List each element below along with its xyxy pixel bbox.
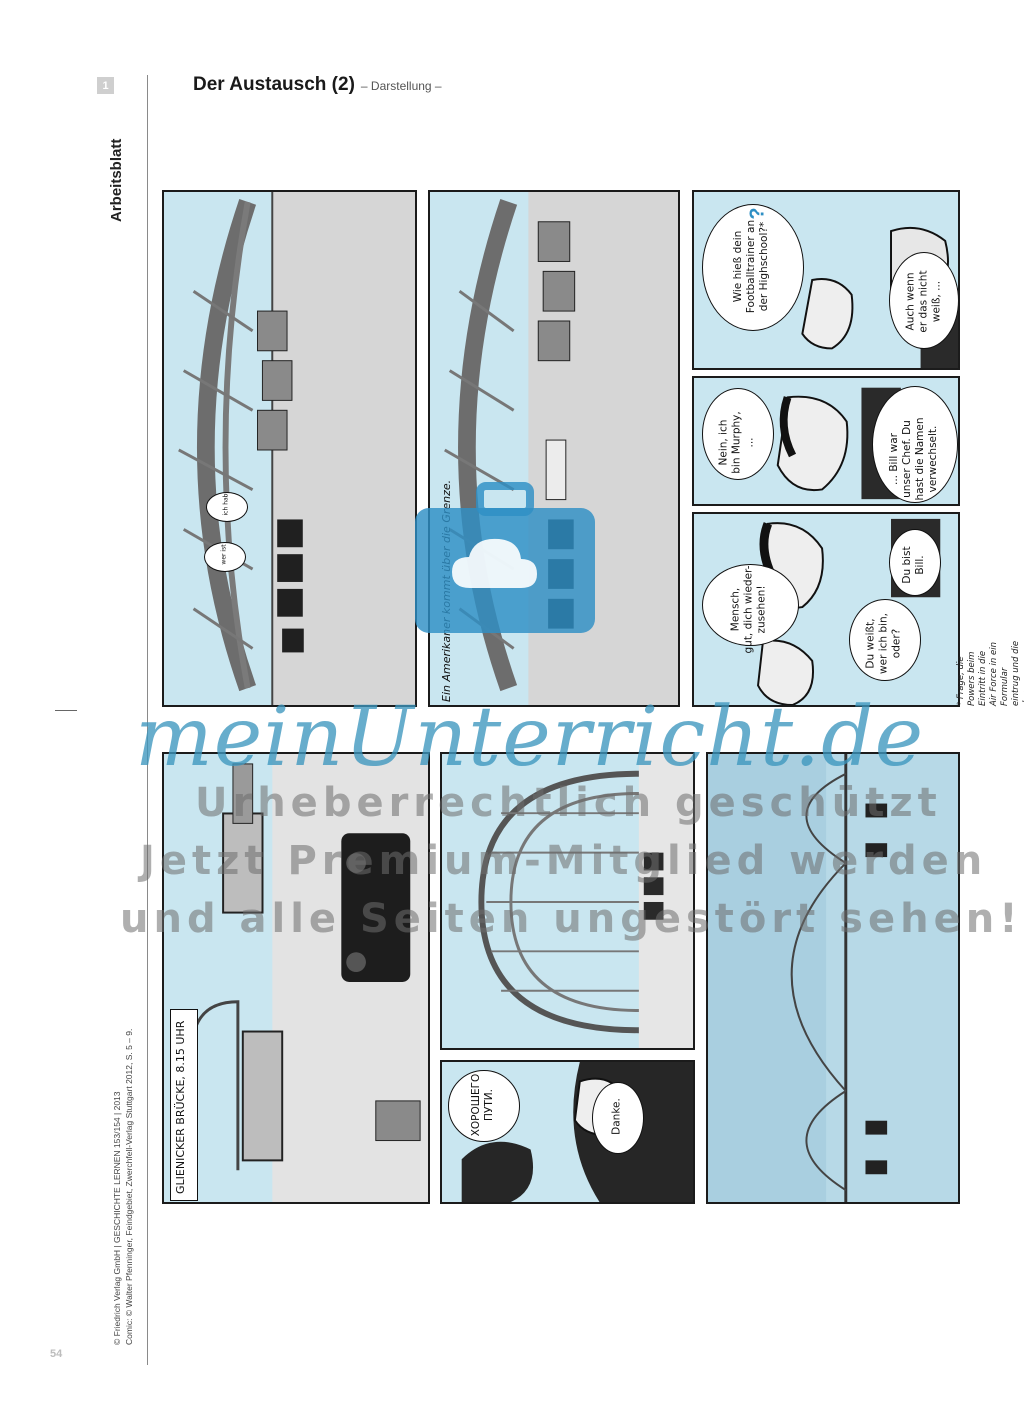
speech-bubble xyxy=(448,1070,520,1142)
speech-bubble-text: ich hab xyxy=(222,493,230,516)
speech-bubble xyxy=(592,1082,644,1154)
speech-bubble xyxy=(889,529,941,596)
bridge-side-drawing xyxy=(708,754,958,1202)
speech-bubble xyxy=(889,252,958,349)
comic-panel-reunion: Mensch, gut, dich wieder- zusehen! Du we… xyxy=(692,512,960,707)
speech-bubble-text: wer ist xyxy=(220,544,228,565)
speech-bubble-text: ... Bill war unser Chef. Du hast die Nam… xyxy=(888,417,939,501)
page-title: Der Austausch (2) – Darstellung – xyxy=(193,74,442,96)
bridge-gate-drawing xyxy=(164,754,428,1202)
comic-panel-bridge-side xyxy=(706,752,960,1204)
comic-panel-murphy: Nein, ich bin Murphy, ... ... Bill war u… xyxy=(692,376,960,506)
speech-bubble-text: Mensch, gut, dich wieder- zusehen! xyxy=(729,565,768,654)
fold-mark xyxy=(55,710,77,711)
footnote-text: * Frage, die Powers beim Eintritt in die… xyxy=(956,640,1024,706)
margin-divider xyxy=(147,75,148,1365)
comic-panel-farewell: ХОРОШЕГО ПУТИ. Danke. xyxy=(440,1060,695,1204)
speech-bubble xyxy=(872,386,958,503)
speech-bubble-text: Nein, ich bin Murphy, ... xyxy=(717,411,756,474)
watermark-line: Urheberrechtlich geschützt xyxy=(195,780,942,826)
briefcase-watermark-icon xyxy=(415,482,595,633)
watermark-logo: meinUnterricht.de xyxy=(135,690,925,785)
speech-bubble-text: Du bist Bill. xyxy=(901,546,926,584)
panel-caption: GLIENICKER BRÜCKE, 8.15 UHR xyxy=(174,1020,187,1194)
speech-bubble xyxy=(702,388,774,480)
footnote: * Frage, die Powers beim Eintritt in die… xyxy=(956,638,1024,706)
comic-panel-bridge-front xyxy=(440,752,695,1050)
comic-panel-glienicker-bridge: GLIENICKER BRÜCKE, 8.15 UHR xyxy=(162,752,430,1204)
watermark-line: Jetzt Premium-Mitglied werden xyxy=(140,838,988,884)
speech-bubble xyxy=(204,542,246,572)
title-text: Der Austausch (2) xyxy=(193,74,355,95)
section-number-box: 1 xyxy=(97,77,114,94)
title-subtitle: – Darstellung – xyxy=(360,79,442,93)
speech-bubble xyxy=(702,204,804,331)
comic-panel-football-question: Wie hieß dein Footballtrainer an der Hig… xyxy=(692,190,960,370)
copyright-line: © Friedrich Verlag GmbH | GESCHICHTE LER… xyxy=(112,1091,122,1346)
speech-bubble-text: ХОРОШЕГО ПУТИ. xyxy=(470,1073,495,1137)
speech-bubble xyxy=(206,492,248,522)
worksheet-label: Arbeitsblatt xyxy=(108,138,125,222)
watermark-line: und alle Seiten ungestört sehen! xyxy=(120,896,1023,942)
question-mark-icon: ? xyxy=(746,207,769,220)
speech-bubble-text: Du weißt, wer ich bin, oder? xyxy=(864,613,903,674)
comic-panel-bridge-soldiers: ich hab wer ist xyxy=(162,190,417,707)
caption-box xyxy=(170,1009,198,1201)
bridge-arch-drawing xyxy=(442,754,693,1048)
speech-bubble xyxy=(702,564,799,646)
page-number: 54 xyxy=(50,1348,63,1360)
comic-credit-line: Comic: © Walter Pfenninger, Feindgebiet,… xyxy=(124,1028,134,1345)
speech-bubble-text: Danke. xyxy=(610,1098,623,1135)
speech-bubble-text: Auch wenn er das nicht weiß, ... xyxy=(904,270,943,333)
speech-bubble xyxy=(849,599,921,681)
speech-bubble-text: Wie hieß dein Footballtrainer an der Hig… xyxy=(732,219,770,314)
bridge-drawing xyxy=(178,192,415,705)
